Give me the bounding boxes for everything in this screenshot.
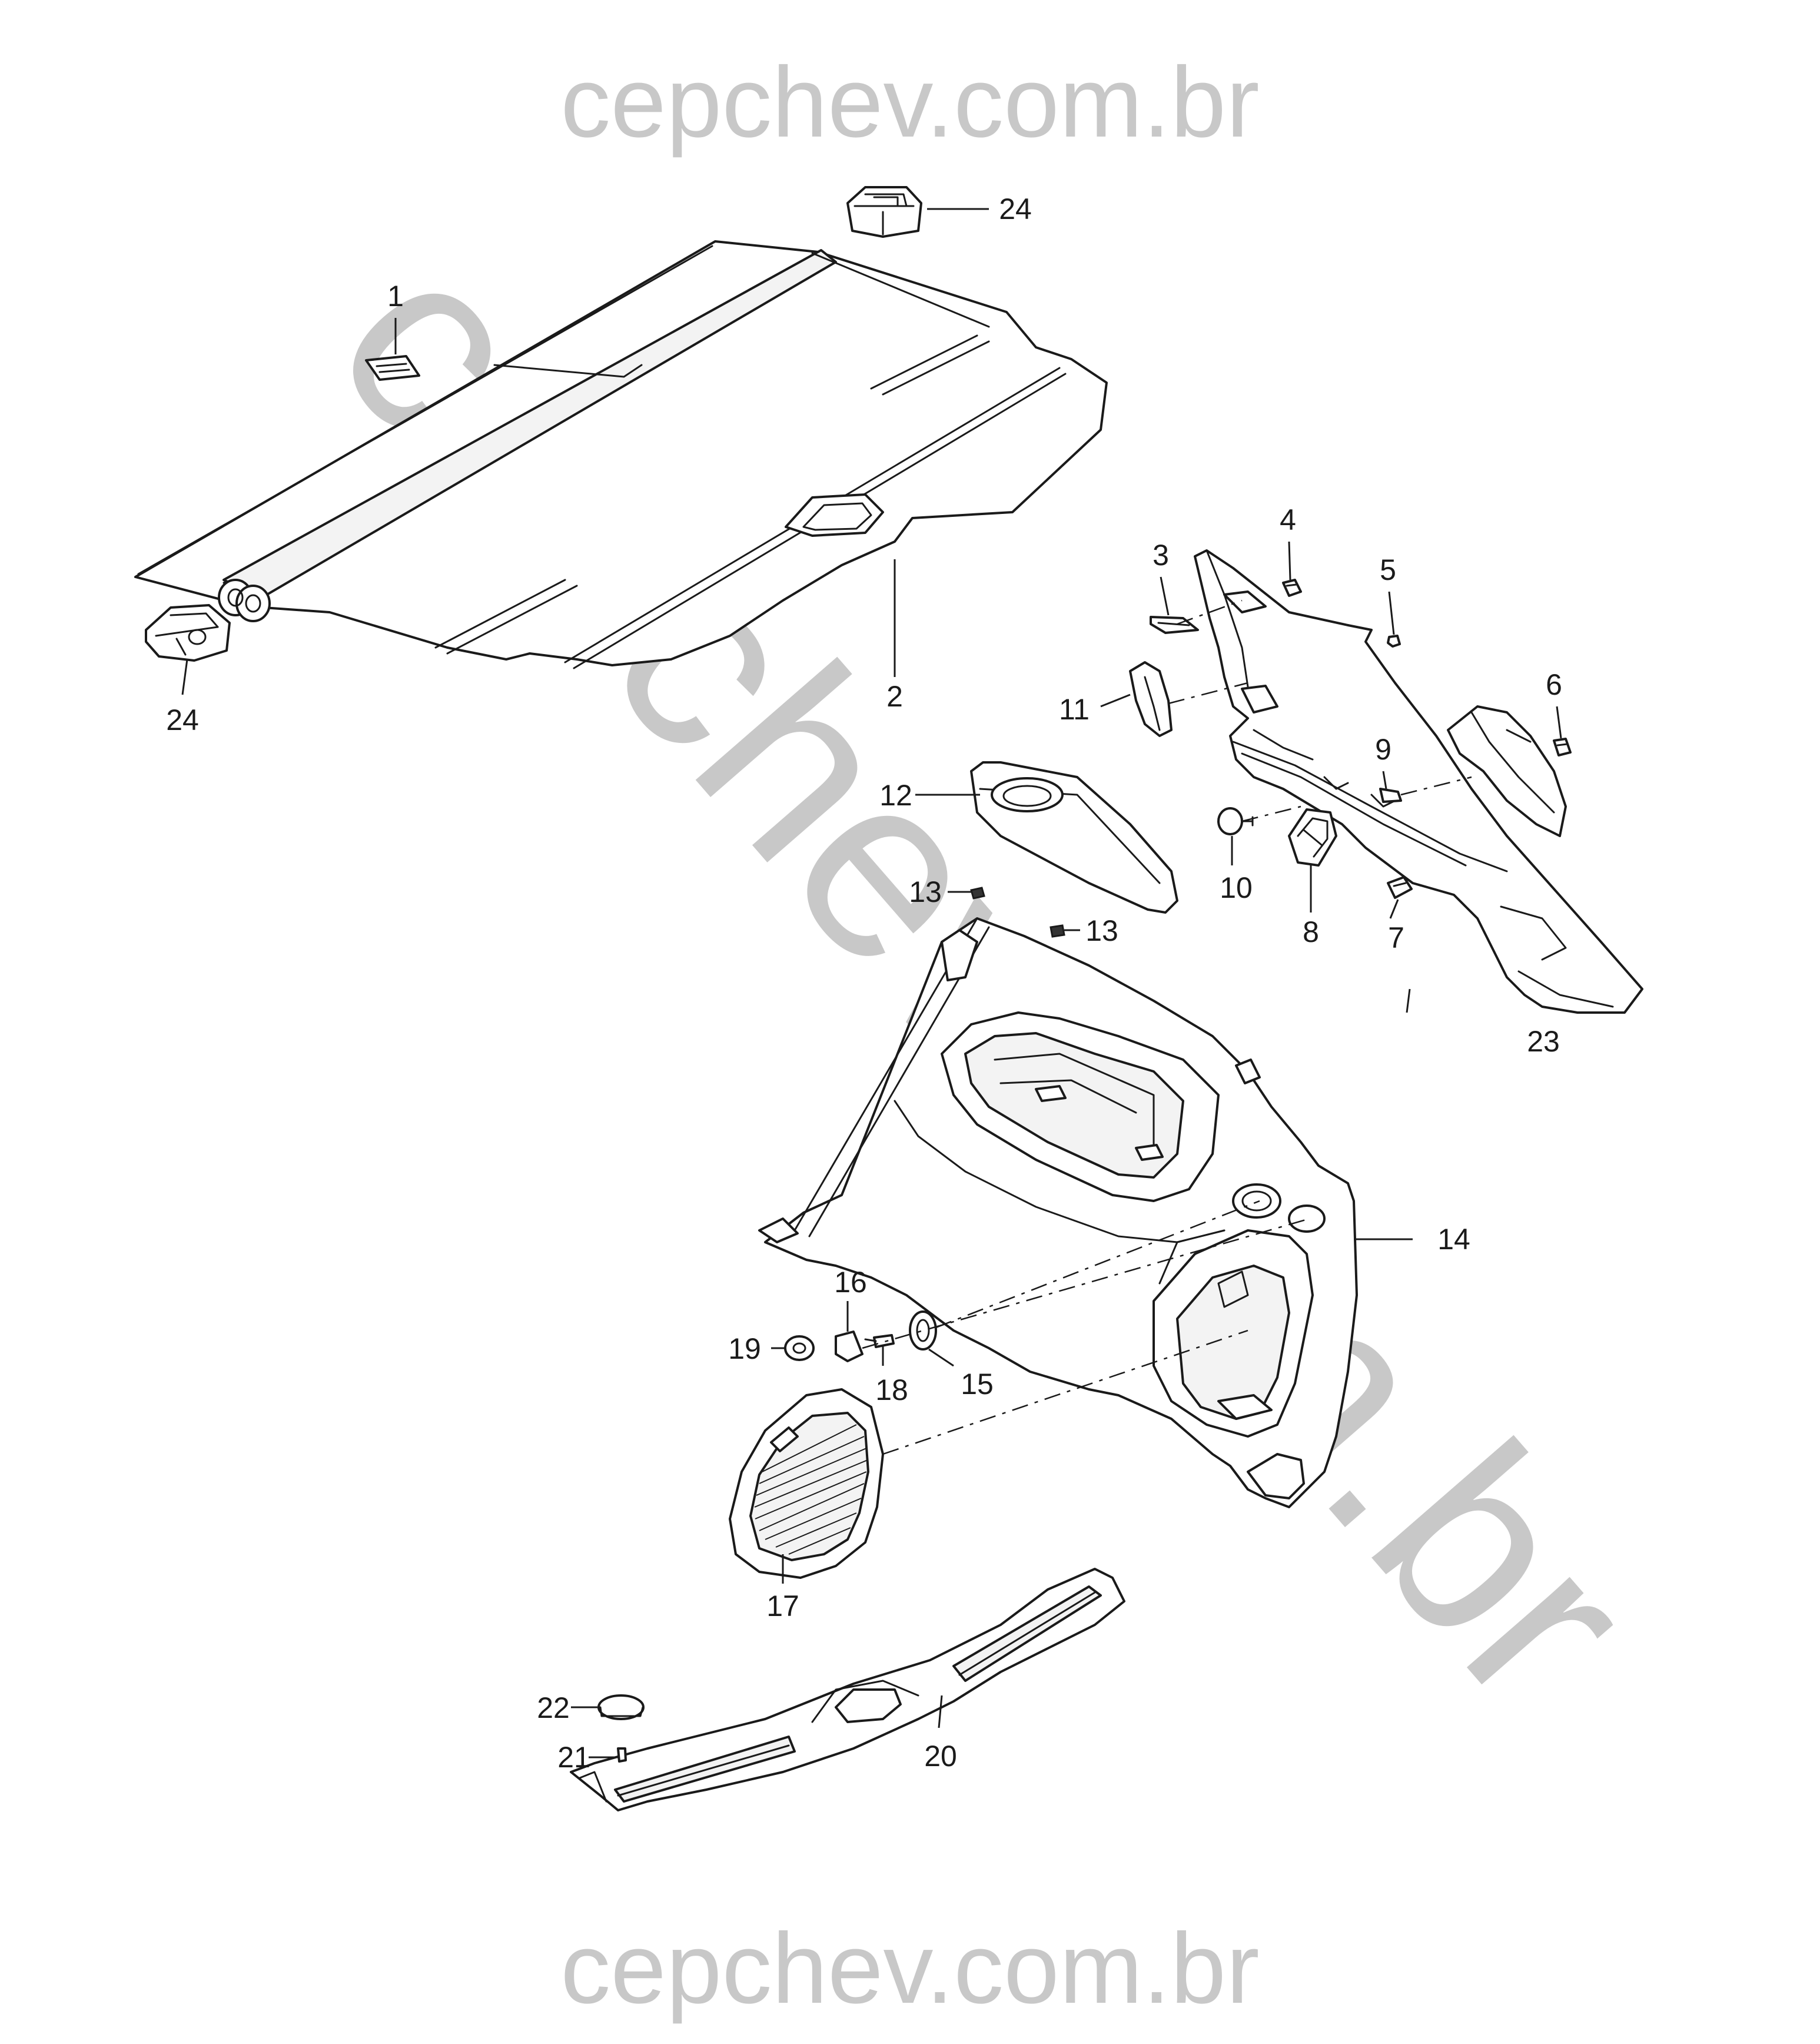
bracket-part-24-bottom [145, 604, 231, 662]
clip-part-7 [1387, 876, 1413, 899]
assembly-line-10 [1241, 805, 1301, 822]
screw-part-18 [864, 1334, 895, 1348]
callout-24-bottom: 24 [166, 704, 199, 736]
callout-24-top: 24 [999, 193, 1032, 225]
callout-5: 5 [1380, 553, 1396, 586]
callout-9: 9 [1375, 733, 1391, 766]
quarter-trim-part-23 [1194, 549, 1643, 1014]
watermark-bottom: cepchev.com.br [560, 1913, 1259, 2025]
callout-20: 20 [924, 1740, 957, 1773]
assembly-line-9 [1400, 776, 1472, 796]
nut-part-5 [1387, 635, 1401, 648]
callout-13-a: 13 [909, 875, 942, 908]
cover-part-11 [1129, 661, 1173, 737]
speaker-grille-part-17 [729, 1388, 884, 1579]
callout-2: 2 [886, 680, 903, 713]
quarter-panel-part-14 [758, 917, 1358, 1508]
callout-7: 7 [1388, 921, 1404, 954]
callout-1: 1 [387, 280, 404, 313]
grommet-part-19 [784, 1335, 815, 1361]
clip-part-13-a [970, 887, 985, 900]
callout-4: 4 [1280, 503, 1296, 536]
bracket-part-16 [835, 1330, 863, 1362]
clip-part-6 [1553, 738, 1572, 756]
knob-part-22 [597, 1694, 645, 1720]
ring-clip-part-15 [909, 1310, 937, 1350]
callout-12: 12 [879, 779, 912, 812]
push-pin-part-10 [1217, 807, 1254, 835]
callout-23: 23 [1527, 1025, 1560, 1058]
callout-16: 16 [834, 1266, 867, 1299]
callout-21: 21 [557, 1741, 590, 1774]
clip-part-9 [1379, 788, 1402, 803]
cup-holder-part-8 [1288, 808, 1337, 867]
watermark-top: cepchev.com.br [560, 47, 1259, 158]
callout-14: 14 [1437, 1223, 1470, 1256]
assembly-line-3 [1177, 599, 1243, 625]
clip-part-4 [1282, 579, 1302, 597]
assembly-line-11 [1168, 682, 1248, 705]
bracket-part-24-top [846, 186, 922, 238]
leader-lines [181, 208, 1562, 1758]
callout-22: 22 [537, 1691, 570, 1724]
callout-6: 6 [1546, 668, 1562, 701]
assembly-line-15 [935, 1200, 1260, 1329]
callout-11: 11 [1059, 693, 1090, 726]
clip-part-13-b [1050, 924, 1065, 938]
callout-15: 15 [961, 1368, 994, 1401]
callout-8: 8 [1303, 915, 1319, 948]
clip-part-1 [365, 355, 420, 381]
trim-cover-part-12 [970, 761, 1178, 914]
callout-19: 19 [728, 1332, 761, 1365]
screw-part-21 [617, 1747, 627, 1763]
cargo-cover-part-2 [134, 240, 1108, 669]
sill-plate-part-20 [570, 1568, 1125, 1811]
callout-10: 10 [1220, 871, 1253, 904]
callout-18: 18 [875, 1373, 908, 1406]
callout-13-b: 13 [1085, 914, 1118, 947]
assembly-line-17 [882, 1329, 1248, 1455]
callout-3: 3 [1153, 539, 1169, 572]
callout-17: 17 [766, 1590, 799, 1622]
assembly-line-16 [862, 1217, 1310, 1349]
